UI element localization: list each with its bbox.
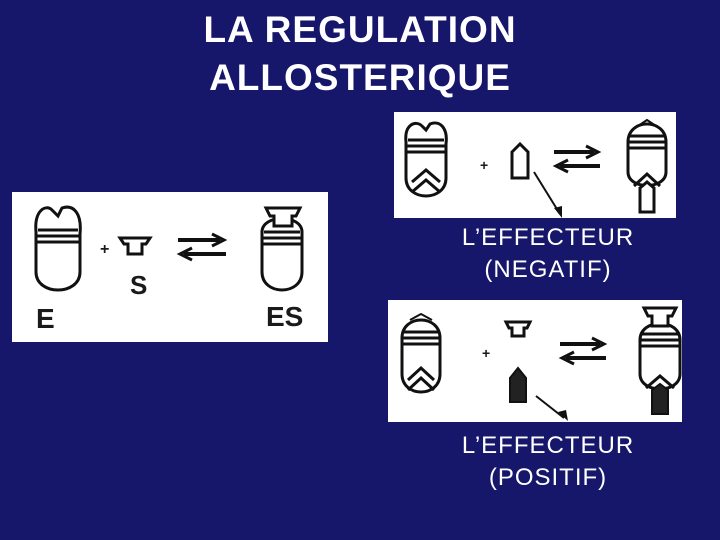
pointer-line — [535, 395, 565, 419]
title-line-1: LA REGULATION — [203, 9, 517, 50]
equilibrium-arrows-icon — [558, 336, 608, 366]
plus-sign: + — [482, 345, 490, 361]
title-line-2: ALLOSTERIQUE — [209, 57, 511, 98]
enzyme-icon — [34, 205, 82, 292]
caption-line-2: (NEGATIF) — [484, 256, 612, 283]
equilibrium-arrows-icon — [552, 144, 602, 174]
enzyme-substrate-complex-icon — [260, 206, 304, 292]
substrate-icon — [503, 320, 533, 338]
negative-effector-caption: L’EFFECTEUR (NEGATIF) — [420, 222, 676, 286]
negative-effector-diagram: + — [404, 118, 668, 218]
negative-effector-panel: + — [394, 112, 676, 218]
equilibrium-arrows-icon — [176, 232, 228, 262]
positive-effector-icon — [509, 366, 527, 403]
negative-effector-icon — [510, 141, 530, 180]
complex-label: ES — [266, 301, 303, 332]
enzyme-icon — [404, 121, 448, 198]
positive-effector-diagram: + — [400, 306, 682, 421]
substrate-icon — [117, 236, 153, 256]
slide-title: LA REGULATION ALLOSTERIQUE — [150, 6, 570, 102]
caption-line-1: L’EFFECTEUR — [461, 224, 635, 251]
pointer-line — [533, 171, 561, 215]
substrate-label: S — [130, 270, 147, 300]
enzyme-label: E — [36, 303, 55, 334]
caption-line-1: L’EFFECTEUR — [461, 432, 635, 459]
enzyme-effector-complex-icon — [638, 306, 682, 415]
positive-effector-caption: L’EFFECTEUR (POSITIF) — [414, 430, 682, 494]
enzyme-icon — [400, 312, 442, 394]
enzyme-substrate-diagram: + S E ES — [34, 205, 304, 334]
positive-effector-panel: + — [388, 300, 682, 422]
pointer-arrowhead-icon — [554, 206, 562, 218]
enzyme-substrate-panel: + S E ES — [12, 192, 328, 342]
caption-line-2: (POSITIF) — [488, 464, 608, 491]
enzyme-effector-complex-icon — [626, 118, 668, 214]
plus-sign: + — [480, 157, 488, 173]
pointer-arrowhead-icon — [558, 410, 568, 421]
plus-sign: + — [100, 241, 109, 258]
